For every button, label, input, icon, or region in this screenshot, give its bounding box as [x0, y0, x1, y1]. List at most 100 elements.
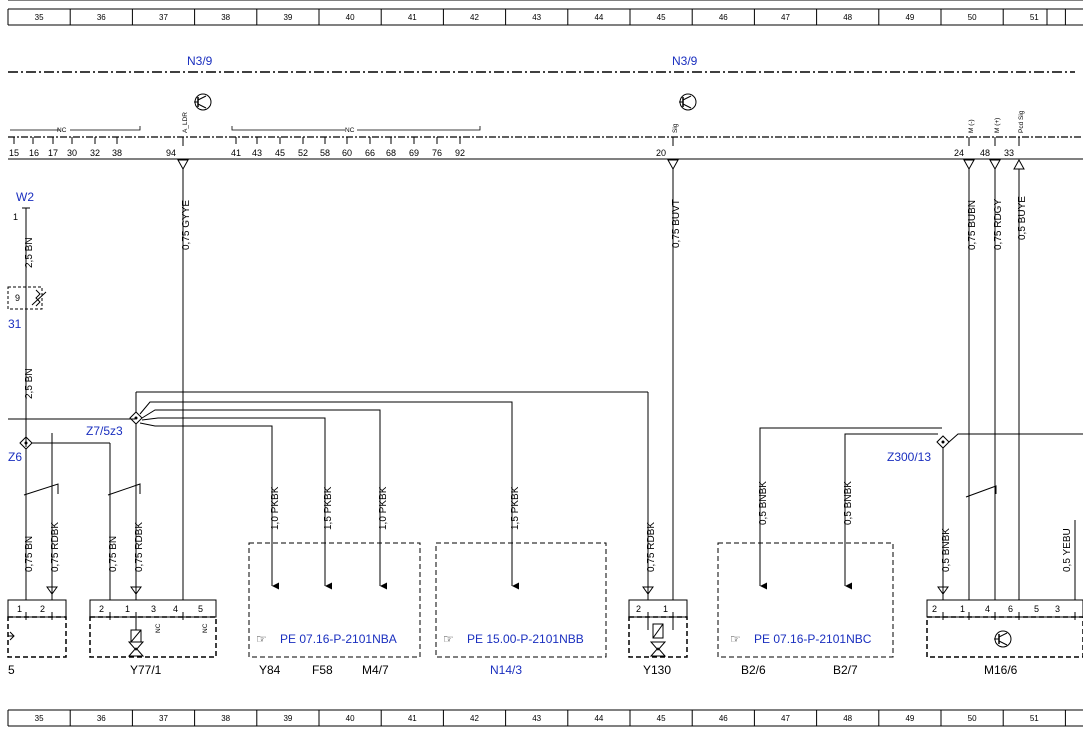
pin-30: 30	[67, 148, 77, 158]
ref-31: 31	[8, 317, 22, 331]
wire-rdbk-3: 0,75 RDBK	[646, 522, 657, 572]
wire-rdgy: 0,75 RDGY	[993, 199, 1004, 250]
component-b2-6: B2/6	[741, 663, 766, 677]
wire-bn-2: 0,75 BN	[108, 536, 119, 572]
sig-a-ldr: A_LDR	[182, 112, 189, 133]
transistor-icon	[994, 630, 1012, 648]
nc-label-mid: NC	[345, 127, 355, 134]
grid-top-cell-label: 45	[657, 13, 666, 22]
grid-bottom-cell-label: 41	[408, 714, 417, 723]
sig-m-plus: M (+)	[994, 118, 1001, 133]
wire-pkbk-4: 1,5 PKBK	[510, 486, 521, 530]
left-pin-2: 2	[40, 604, 45, 614]
grid-top-cell-label: 41	[408, 13, 417, 22]
grid-bottom-cell-label: 50	[968, 714, 977, 723]
wire-rdbk-1: 0,75 RDBK	[50, 522, 61, 572]
component-y130-label: Y130	[643, 663, 671, 677]
z7-label: Z7/5z3	[86, 424, 123, 438]
component-y77-1: 2 1 3 4 5 NC NC Y77/1	[89, 599, 217, 677]
grid-top-cell-label: 49	[905, 13, 914, 22]
grid-top-cell-label: 44	[594, 13, 603, 22]
pin-76: 76	[432, 148, 442, 158]
pin-45: 45	[275, 148, 285, 158]
left-pin-1: 1	[17, 604, 22, 614]
grid-top-cell-label: 35	[35, 13, 44, 22]
wire-pkbk-1: 1,0 PKBK	[270, 486, 281, 530]
sig-m-minus: M (-)	[968, 119, 975, 133]
grid-bottom-cell-label: 51	[1030, 714, 1039, 723]
m16-pin-6: 6	[1008, 604, 1013, 614]
pin-66: 66	[365, 148, 375, 158]
y77-pin-2: 2	[99, 604, 104, 614]
wire-yebu: 0,5 YEBU	[1062, 528, 1073, 572]
ref-box-nbc: ☞ PE 07.16-P-2101NBC B2/6 B2/7	[717, 542, 894, 677]
grid-bottom-cell-label: 47	[781, 714, 790, 723]
component-y130: 2 1 Y130	[628, 599, 688, 677]
y77-pin-1: 1	[125, 604, 130, 614]
z300-label: Z300/13	[887, 450, 931, 464]
y130-pin-2: 2	[636, 604, 641, 614]
grid-top-cell-label: 39	[283, 13, 292, 22]
component-n14-3: N14/3	[490, 663, 522, 677]
grid-top-cell-label: 38	[221, 13, 230, 22]
grid-top-cell-label: 47	[781, 13, 790, 22]
y77-nc-5: NC	[202, 623, 209, 633]
grid-bottom-cell-label: 40	[346, 714, 355, 723]
pin-92: 92	[455, 148, 465, 158]
ref-box-nba: ☞ PE 07.16-P-2101NBA Y84 F58 M4/7	[248, 542, 421, 677]
wire-bubn: 0,75 BUBN	[967, 200, 978, 250]
pin-9: 9	[15, 293, 20, 303]
wire-buvt: 0,75 BUVT	[671, 199, 682, 248]
wire-pkbk-3: 1,0 PKBK	[378, 486, 389, 530]
n39-connector: NC NC 15 16 17 30 32 38 94 41 43 45 52	[8, 110, 1083, 160]
grid-bottom-cell-label: 45	[657, 714, 666, 723]
grid-top-cell-label: 50	[968, 13, 977, 22]
hand-pointer-icon: ☞	[256, 632, 267, 646]
pin-48: 48	[980, 148, 990, 158]
hand-pointer-icon: ☞	[730, 632, 741, 646]
grid-top-cell-label: 42	[470, 13, 479, 22]
pin-69: 69	[409, 148, 419, 158]
pin-24: 24	[954, 148, 964, 158]
hand-pointer-icon: ☞	[443, 632, 454, 646]
grid-top-cell-label: 37	[159, 13, 168, 22]
sig-sig: Sig	[672, 123, 679, 133]
ref-nbc-label[interactable]: PE 07.16-P-2101NBC	[754, 632, 872, 646]
m16-pin-1: 1	[960, 604, 965, 614]
w2-label: W2	[16, 190, 34, 204]
grid-bottom-cell-label: 46	[719, 714, 728, 723]
ref-nbb-label[interactable]: PE 15.00-P-2101NBB	[467, 632, 584, 646]
component-m4-7: M4/7	[362, 663, 389, 677]
grid-top-cell-label: 40	[346, 13, 355, 22]
m16-pin-3: 3	[1055, 604, 1060, 614]
pin-94: 94	[166, 148, 176, 158]
pin-52: 52	[298, 148, 308, 158]
ref-nba-label[interactable]: PE 07.16-P-2101NBA	[280, 632, 397, 646]
grid-bottom-cell-label: 49	[905, 714, 914, 723]
component-left: 1 2 5	[7, 599, 67, 677]
component-y84: Y84	[259, 663, 281, 677]
w2-pin: 1	[13, 212, 18, 222]
wire-bnbk-1: 0,5 BNBK	[758, 481, 769, 525]
nc-label-left: NC	[57, 127, 67, 134]
component-f58: F58	[312, 663, 333, 677]
component-m16-6-label: M16/6	[984, 663, 1018, 677]
grid-top-cell-label: 36	[97, 13, 106, 22]
grid-top-cell-label: 51	[1030, 13, 1039, 22]
grid-top-cell-label: 46	[719, 13, 728, 22]
wire-rdbk-2: 0,75 RDBK	[134, 522, 145, 572]
pin-15: 15	[9, 148, 19, 158]
grid-bottom-cell-label: 43	[532, 714, 541, 723]
wire-2-5-bn-top: 2,5 BN	[24, 237, 35, 268]
y77-pin-3: 3	[151, 604, 156, 614]
grid-bottom-cell-label: 38	[221, 714, 230, 723]
pin-58: 58	[320, 148, 330, 158]
wire-bn-1: 0,75 BN	[24, 536, 35, 572]
transistor-icon	[194, 93, 212, 111]
n39-label-right: N3/9	[672, 54, 698, 68]
m16-pin-2: 2	[932, 604, 937, 614]
pin-33: 33	[1004, 148, 1014, 158]
pin-68: 68	[386, 148, 396, 158]
y77-pin-5: 5	[198, 604, 203, 614]
y130-pin-1: 1	[663, 604, 668, 614]
